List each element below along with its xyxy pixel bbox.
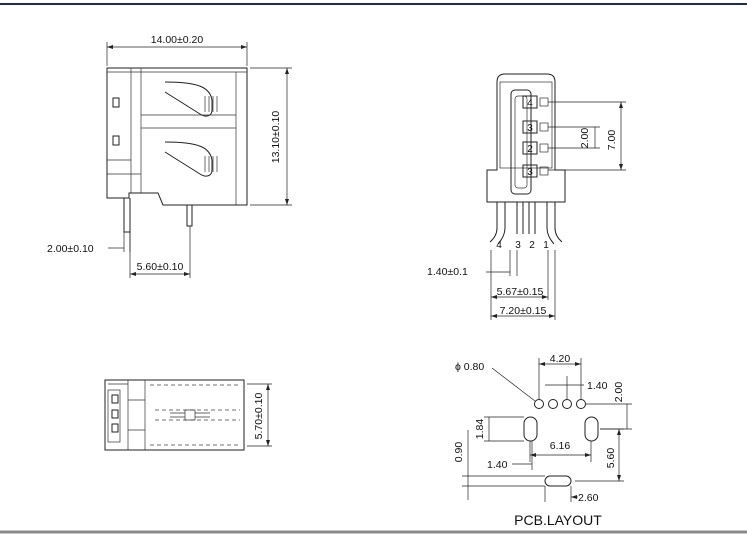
dim-pcb-slot-width: 0.90 — [453, 442, 465, 463]
slot-label-1: 3 — [527, 167, 533, 178]
bottom-view: 5.70±0.10 — [104, 379, 272, 451]
dim-pcb-slot-len: 1.84 — [474, 419, 486, 440]
dim-pcb-span: 4.20 — [550, 353, 571, 365]
leg-label-3: 3 — [515, 240, 521, 251]
dim-end-pitch: 2.00 — [579, 128, 591, 149]
dim-pcb-pitch-bottom: 1.40 — [487, 459, 508, 471]
leg-label-1: 1 — [543, 240, 549, 251]
dim-pcb-row-gap: 2.00 — [613, 382, 625, 403]
dim-side-height: 13.10±0.10 — [270, 111, 282, 164]
slot-label-2: 2 — [527, 144, 533, 155]
dim-pcb-hole: ϕ 0.80 — [455, 361, 484, 373]
dim-end-pin-pitch: 1.40±0.1 — [427, 266, 468, 278]
end-view: 4 3 2 3 7.00 2.00 4 3 2 1 1.40±0 — [427, 73, 626, 320]
dim-end-span: 5.67±0.15 — [497, 286, 544, 298]
dim-pin-spacing: 5.60±0.10 — [137, 261, 184, 273]
side-view: 14.00±0.20 13.10±0.10 2.00±0.10 — [47, 34, 292, 278]
dim-top-width: 14.00±0.20 — [151, 34, 204, 46]
dim-pcb-slot-length: 2.60 — [578, 492, 599, 504]
pcb-layout-title: PCB.LAYOUT — [514, 512, 602, 528]
dim-pin-offset: 2.00±0.10 — [47, 243, 94, 255]
slot-label-3: 3 — [527, 123, 533, 134]
pcb-layout: ϕ 0.80 4.20 1.40 2.00 1.84 6.16 5.6 — [453, 353, 632, 528]
slot-label-4: 4 — [527, 98, 533, 109]
dim-pcb-slot-drop: 5.60 — [605, 448, 617, 469]
dim-end-width: 7.20±0.15 — [500, 305, 547, 317]
dim-pcb-slot-span: 6.16 — [550, 440, 571, 452]
dim-pcb-pitch-top: 1.40 — [587, 380, 608, 392]
dim-end-height: 7.00 — [606, 130, 618, 151]
dim-bottom-height: 5.70±0.10 — [253, 393, 265, 440]
leg-label-2: 2 — [529, 240, 535, 251]
leg-label-4: 4 — [496, 240, 502, 251]
